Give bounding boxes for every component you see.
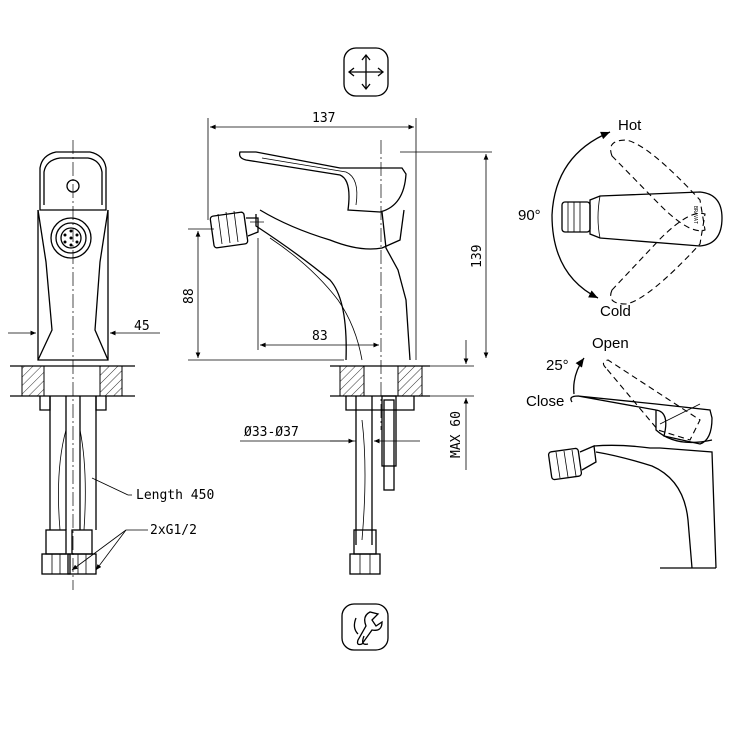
rotation-view: Hot Cold 90° BRAVAT [518,117,723,320]
max-60-label: MAX 60 [449,411,464,458]
connection-label: 2xG1/2 [150,523,197,538]
side-view: 45 Length 450 2xG1/2 [8,140,214,590]
hose-length-label: Length 450 [136,488,214,503]
rotation-angle: 90° [518,207,541,224]
cold-label: Cold [600,303,631,320]
lift-angle: 25° [546,357,569,374]
hole-diameter: Ø33-Ø37 [244,425,299,440]
lift-view: Open Close 25° [526,335,717,569]
front-view: 137 139 88 83 [182,47,492,651]
svg-text:BRAVAT: BRAVAT [692,206,698,224]
close-label: Close [526,393,564,410]
dim-137: 137 [312,111,335,126]
dim-139: 139 [470,245,485,268]
cross-arrows-icon [343,47,389,97]
hot-label: Hot [618,117,642,134]
dim-83: 83 [312,329,328,344]
open-label: Open [592,335,629,352]
dim-88: 88 [182,288,197,304]
wrench-icon [341,603,389,651]
dim-45: 45 [134,319,150,334]
